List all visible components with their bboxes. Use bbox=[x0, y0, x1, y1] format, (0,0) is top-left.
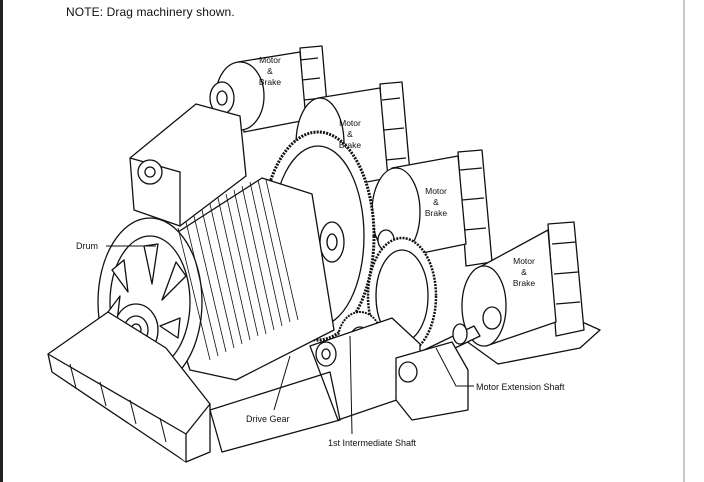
leader-lines bbox=[106, 245, 474, 435]
svg-text:&: & bbox=[433, 197, 439, 207]
motor-4-label: Motor & Brake bbox=[513, 256, 535, 288]
motor-3 bbox=[371, 149, 493, 267]
motor-extension-shaft-label: Motor Extension Shaft bbox=[476, 382, 565, 392]
motor-4 bbox=[461, 221, 601, 365]
svg-text:Brake: Brake bbox=[513, 278, 535, 288]
first-intermediate-shaft-label: 1st Intermediate Shaft bbox=[328, 438, 417, 448]
svg-text:&: & bbox=[521, 267, 527, 277]
left-border bbox=[0, 0, 3, 482]
svg-text:Brake: Brake bbox=[339, 140, 361, 150]
svg-text:Brake: Brake bbox=[259, 77, 281, 87]
motor-2-label: Motor & Brake bbox=[339, 118, 361, 150]
right-border bbox=[683, 0, 685, 482]
svg-text:Brake: Brake bbox=[425, 208, 447, 218]
motor-1-label: Motor & Brake bbox=[259, 55, 281, 87]
svg-text:Motor: Motor bbox=[513, 256, 535, 266]
diagram-note: NOTE: Drag machinery shown. bbox=[66, 5, 235, 19]
svg-text:Motor: Motor bbox=[259, 55, 281, 65]
svg-text:Motor: Motor bbox=[339, 118, 361, 128]
drum-label: Drum bbox=[76, 241, 98, 251]
drive-gear-label: Drive Gear bbox=[246, 414, 290, 424]
motor-3-label: Motor & Brake bbox=[425, 186, 447, 218]
svg-text:Motor: Motor bbox=[425, 186, 447, 196]
front-pedestal bbox=[47, 311, 211, 463]
svg-text:&: & bbox=[347, 129, 353, 139]
svg-text:&: & bbox=[267, 66, 273, 76]
drum bbox=[97, 177, 335, 387]
